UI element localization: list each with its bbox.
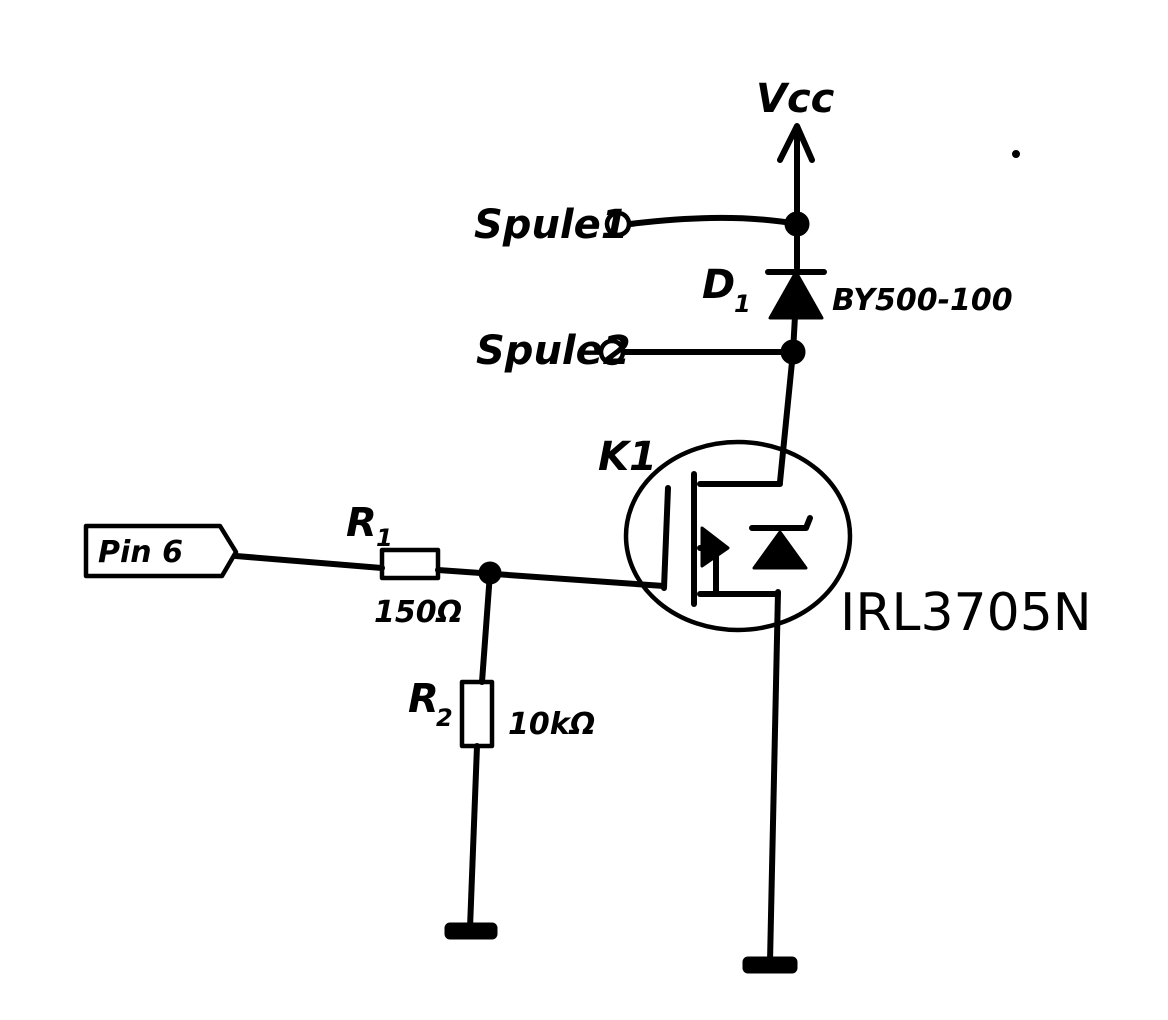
mosfet-part: IRL3705N [840, 583, 1092, 643]
resistor-r1: R 1 150Ω [346, 500, 667, 630]
diode-part: BY500-100 [832, 283, 1013, 318]
r2-to-ground-wire [467, 743, 480, 931]
spule1-terminal: Spule1 [474, 202, 810, 248]
spule2-label: Spule2 [476, 328, 631, 374]
zener-triangle [752, 530, 808, 570]
spule1-label: Spule1 [474, 202, 629, 248]
r2-ref-sub: 2 [436, 704, 453, 732]
vcc-label: Vcc [756, 76, 835, 122]
mosfet-ref: K1 [598, 434, 657, 480]
mosfet-body-arrow [700, 526, 730, 568]
r1-ref-sub: 1 [376, 524, 393, 552]
ground-left [444, 922, 498, 940]
pin6-label: Pin 6 [98, 535, 183, 570]
mosfet-k1: K1 IRL3705N [598, 434, 1092, 643]
resistor-r2: R 2 10kΩ [408, 570, 595, 931]
pin6-to-r1-wire [233, 553, 385, 571]
stray-mark [1012, 150, 1020, 158]
pin6-connector-outline [83, 523, 239, 579]
pin6-input: Pin 6 [83, 523, 385, 579]
r2-value: 10kΩ [508, 707, 595, 742]
vcc-arrow [777, 123, 815, 227]
r1-ref: R [346, 500, 377, 546]
r1-to-gate-wire [435, 567, 667, 589]
diode-triangle [768, 270, 824, 320]
r2-body [459, 679, 495, 749]
zener-bar [749, 515, 813, 531]
ground-symbols [444, 922, 798, 974]
diode-ref-sub: 1 [734, 290, 751, 318]
spule1-junction [784, 211, 810, 237]
mosfet-gate-plate [661, 485, 671, 591]
ground-right [742, 956, 798, 974]
r2-ref: R [408, 676, 439, 722]
spule1-wire [627, 214, 800, 227]
rail-source-to-ground [767, 589, 781, 965]
spule2-junction [780, 339, 806, 365]
junction-to-r2-wire [479, 570, 493, 685]
spule2-terminal: Spule2 [476, 328, 806, 374]
vcc-supply: Vcc [756, 76, 835, 227]
diode-ref: D [702, 262, 735, 308]
r1-body [379, 547, 441, 581]
mosfet-body-circle [623, 439, 853, 633]
rail-spule2-to-drain [777, 349, 796, 485]
r1-value: 150Ω [374, 595, 462, 630]
diode-d1: D 1 BY500-100 [702, 262, 1013, 320]
